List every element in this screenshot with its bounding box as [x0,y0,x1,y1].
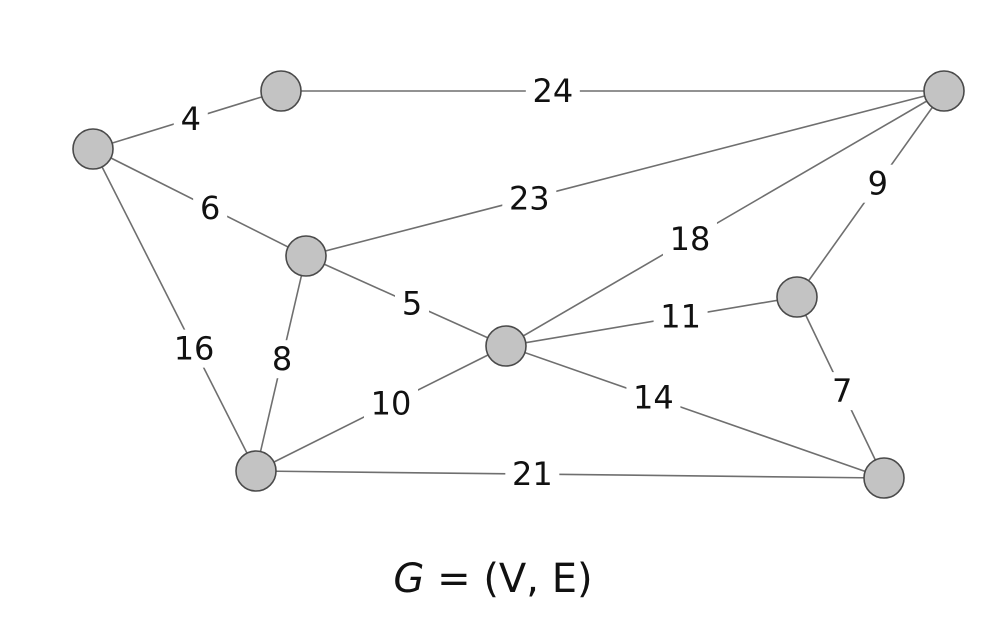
graph-caption: G = (V, E) [0,556,986,602]
edge-e-c [505,90,945,347]
edge-e-f [505,296,798,347]
edge-label-background-b-c [525,72,580,110]
edges-layer [92,90,945,479]
edge-labels-layer: 4 24 6 23 18 9 16 8 5 11 10 14 7 21 [167,72,895,494]
edge-label-background-g-e [364,384,418,423]
edge-label-background-d-c [502,179,557,218]
edge-d-c [305,90,945,257]
edge-label-background-f-c [860,164,895,203]
edge-weight-label-e-h: 14 [633,378,674,416]
edge-label-background-e-f [653,297,708,336]
edge-label-background-e-h [626,378,681,417]
edge-weight-label-d-e: 5 [402,285,422,323]
nodes-layer [72,70,965,499]
edge-weight-label-g-h: 21 [512,455,553,493]
graph-node-a [72,128,114,170]
edge-weight-label-b-c: 24 [532,72,573,110]
edge-label-background-g-h [505,455,560,494]
edge-a-g [92,148,257,472]
edge-label-background-a-g [167,329,222,368]
edge-weight-label-d-c: 23 [509,179,550,217]
graph-node-c [923,70,965,112]
edge-g-h [255,470,885,479]
edge-weight-label-d-g: 8 [272,340,292,378]
edge-label-background-a-b [173,99,208,138]
edge-weight-label-a-b: 4 [181,100,201,138]
edge-weight-label-a-g: 16 [174,330,215,368]
edge-weight-label-f-h: 7 [832,372,852,410]
edge-e-h [505,345,885,479]
caption-definition: = (V, E) [424,556,593,602]
edge-weight-label-f-c: 9 [868,165,888,203]
edge-label-background-f-h [825,372,860,411]
graph-node-h [863,457,905,499]
graph-node-g [235,450,277,492]
graph-node-f [776,276,818,318]
graph-node-b [260,70,302,112]
caption-graph-symbol: G [393,556,425,602]
edge-label-background-a-d [193,188,228,227]
edge-weight-label-e-c: 18 [670,220,711,258]
edge-label-background-e-c [662,219,717,258]
edge-weight-label-e-f: 11 [660,298,701,336]
edge-weight-label-a-d: 6 [200,189,220,227]
edge-weight-label-g-e: 10 [371,385,412,423]
graph-node-d [285,235,327,277]
edge-label-background-d-e [395,284,429,323]
edge-label-background-d-g [265,340,299,379]
graph-node-e [485,325,527,367]
